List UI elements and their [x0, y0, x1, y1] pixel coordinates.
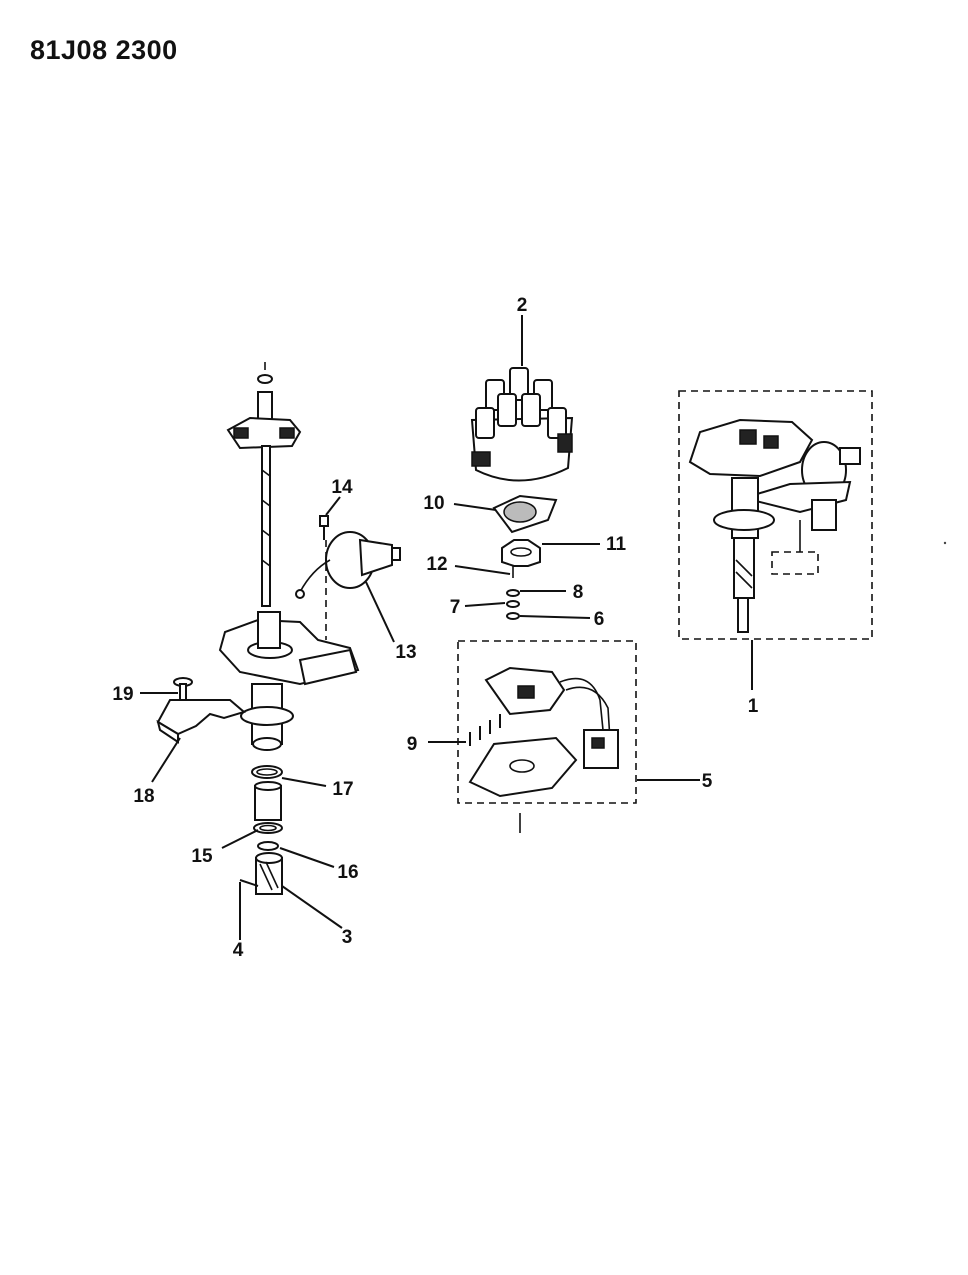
reluctor-icon [501, 539, 541, 567]
distributor-assembly-icon [688, 418, 861, 633]
spacer-icon [254, 781, 282, 821]
pickup-assembly-box [457, 640, 637, 804]
callout-6: 6 [594, 609, 605, 630]
washer-stack [506, 566, 520, 620]
pin-icon [239, 879, 259, 887]
pickup-coil-icon [468, 666, 619, 798]
document-id: 81J08 2300 [30, 35, 178, 65]
callout-14: 14 [331, 477, 353, 498]
callout-16: 16 [337, 862, 358, 883]
shaft-icon [226, 362, 302, 607]
clamp-icon [156, 699, 247, 744]
leader-lines [140, 315, 753, 940]
seal-icon [251, 765, 283, 779]
callout-7: 7 [450, 597, 461, 618]
callout-12: 12 [426, 554, 447, 575]
distributor-cap-icon [470, 367, 574, 482]
screw-icon [469, 714, 501, 746]
callout-18: 18 [133, 786, 154, 807]
callout-3: 3 [342, 927, 353, 948]
washer-icon [253, 822, 283, 851]
callout-1: 1 [748, 696, 759, 717]
callout-17: 17 [332, 779, 353, 800]
screw-icon [319, 515, 329, 540]
callout-8: 8 [573, 582, 584, 603]
callout-15: 15 [191, 846, 213, 867]
callout-13: 13 [395, 642, 416, 663]
callout-11: 11 [606, 534, 627, 555]
assembly-box [678, 390, 873, 640]
callout-19: 19 [112, 684, 133, 705]
rotor-icon [492, 494, 558, 534]
callout-2: 2 [517, 295, 528, 316]
callout-10: 10 [423, 493, 444, 514]
housing-icon [218, 540, 360, 751]
callout-4: 4 [233, 940, 244, 961]
callout-5: 5 [702, 771, 713, 792]
drive-gear-icon [255, 852, 283, 895]
stray-mark [943, 541, 947, 545]
vacuum-advance-icon [295, 531, 401, 599]
callout-9: 9 [407, 734, 418, 755]
